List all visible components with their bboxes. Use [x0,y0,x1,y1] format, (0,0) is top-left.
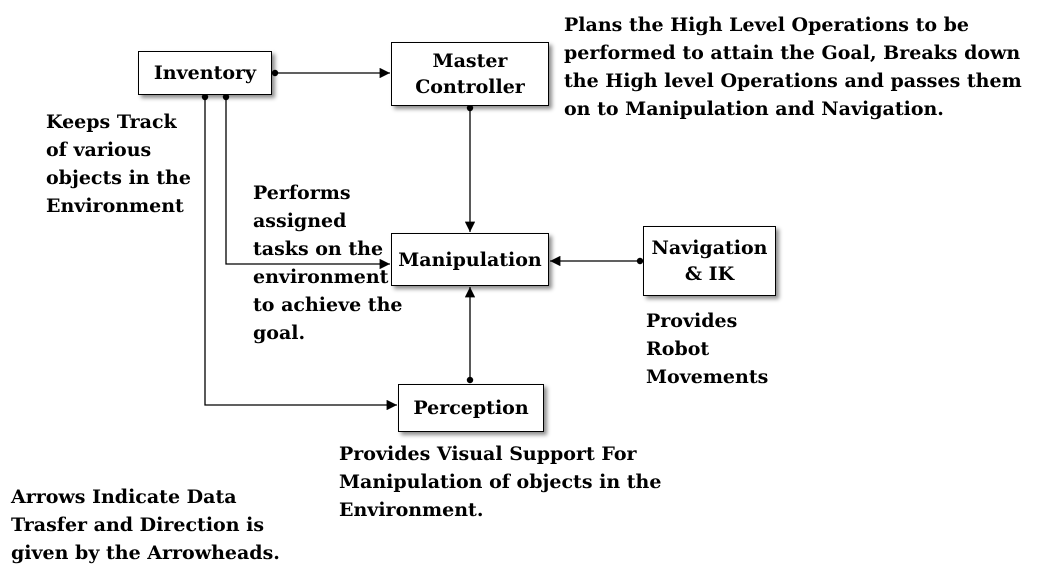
edge-inventory-to-manipulation [222,93,390,270]
perception-note: Provides Visual Support For Manipulation… [339,443,662,521]
edge-navigation-to-manipulation [550,255,644,267]
inventory-box: Inventory [138,51,272,95]
master-controller-note: Plans the High Level Operations to be pe… [564,14,1022,120]
navigation-note: Provides Robot Movements [646,310,769,388]
manipulation-note: Performs assigned tasks on the environme… [253,182,403,344]
edge-master-controller-to-manipulation [464,104,476,232]
legend-note: Arrows Indicate Data Trasfer and Directi… [11,486,280,564]
master-controller-box: Master Controller [391,42,549,106]
navigation-ik-box: Navigation & IK [643,226,776,296]
edge-inventory-to-master-controller [271,67,390,79]
inventory-note: Keeps Track of various objects in the En… [46,111,191,217]
manipulation-box: Manipulation [391,233,549,286]
perception-box: Perception [398,384,544,432]
edge-inventory-to-perception [201,93,397,411]
edge-perception-to-manipulation [464,287,476,384]
